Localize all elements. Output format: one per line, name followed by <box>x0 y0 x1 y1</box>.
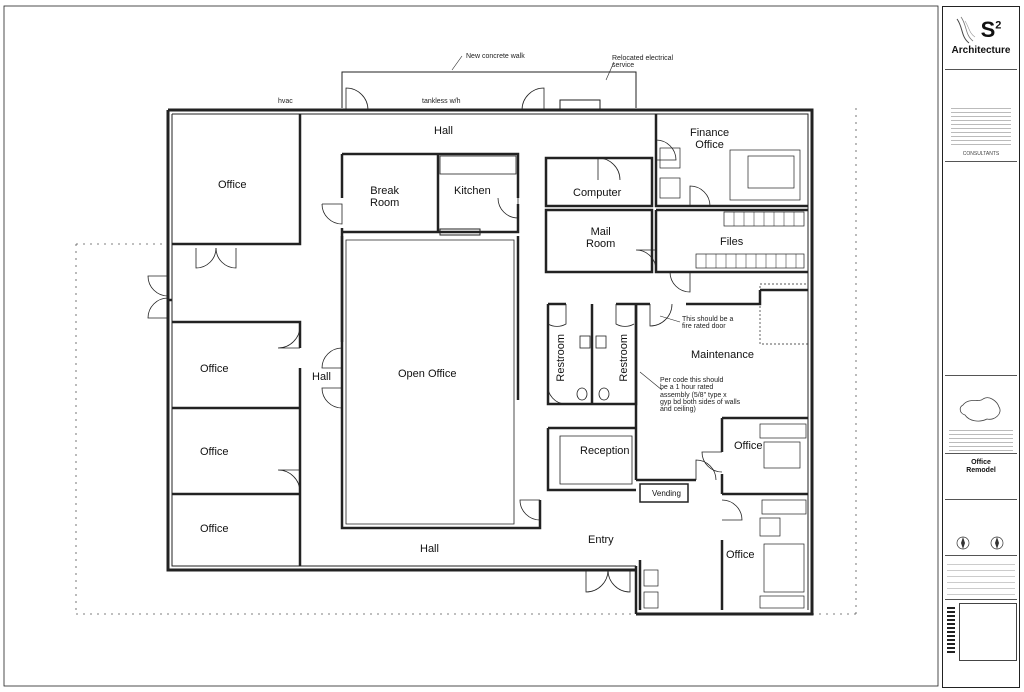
note-electrical: Relocated electrical service <box>612 55 674 70</box>
room-restroom-1: Restroom <box>555 333 568 382</box>
mail-room-wall <box>544 208 654 274</box>
room-mail-room: Mail Room <box>586 226 616 250</box>
consultants-label: CONSULTANTS <box>962 151 1000 157</box>
firm-logo: S2 <box>969 17 1013 43</box>
exterior-wall-top-right <box>168 108 814 616</box>
maintenance-wall <box>636 288 808 306</box>
file-shelves <box>695 211 805 269</box>
room-office-1: Office <box>200 363 229 375</box>
title-block: S2 Architecture CONSULTANTS Office Remod… <box>942 6 1020 688</box>
sheet-border <box>3 5 939 687</box>
note-fire-door: This should be a fire rated door <box>682 316 734 331</box>
room-reception: Reception <box>580 445 630 457</box>
room-office-top: Office <box>218 179 247 191</box>
break-room-wall <box>342 152 520 198</box>
vending-area <box>639 483 689 503</box>
room-computer: Computer <box>573 187 622 199</box>
note-code: Per code this should be a 1 hour rated a… <box>660 377 741 414</box>
room-entry: Entry <box>588 534 614 546</box>
room-open-office: Open Office <box>398 368 457 380</box>
room-restroom-2: Restroom <box>618 333 631 382</box>
firm-initial: S <box>980 17 996 42</box>
firm-superscript: 2 <box>995 19 1002 32</box>
room-maintenance: Maintenance <box>691 349 754 361</box>
project-title: Office Remodel <box>966 459 996 475</box>
room-hall-left: Hall <box>312 371 331 383</box>
room-hall-bottom: Hall <box>420 543 439 555</box>
reception-desk <box>546 426 636 492</box>
sheet-number-box <box>959 603 1017 661</box>
room-kitchen: Kitchen <box>454 185 491 197</box>
finance-office-wall <box>654 114 808 208</box>
room-office-right-2: Office <box>726 549 755 561</box>
room-break-room: Break Room <box>370 185 400 209</box>
room-office-3: Office <box>200 523 229 535</box>
computer-room-wall <box>544 156 654 208</box>
room-office-right-1: Office <box>734 440 763 452</box>
client-address-block <box>949 427 1013 451</box>
room-files: Files <box>720 236 744 248</box>
open-office-wall <box>340 236 542 530</box>
office-1-wall <box>172 320 302 348</box>
note-tankless: tankless w/h <box>422 98 461 105</box>
firm-logo-mark <box>956 16 976 44</box>
office-top-wall <box>172 114 302 246</box>
room-vending: Vending <box>652 489 681 498</box>
note-hvac: hvac <box>278 98 293 105</box>
note-concrete-walk: New concrete walk <box>466 53 525 60</box>
sheet-stamp <box>947 607 955 653</box>
concrete-walk <box>341 71 637 108</box>
north-arrows <box>956 536 1004 550</box>
client-logo <box>959 397 1001 422</box>
leader-lines <box>451 55 681 391</box>
firm-name: Architecture <box>951 45 1011 56</box>
room-finance-office: Finance Office <box>690 127 730 151</box>
exterior-wall-left-bottom <box>166 110 636 572</box>
room-hall-top: Hall <box>434 125 453 137</box>
drawing-info-block <box>947 559 1015 595</box>
doors <box>147 87 743 593</box>
floor-plan-drawing <box>3 5 939 687</box>
room-office-2: Office <box>200 446 229 458</box>
firm-address-block <box>951 105 1011 145</box>
electrical-panel <box>559 99 601 110</box>
